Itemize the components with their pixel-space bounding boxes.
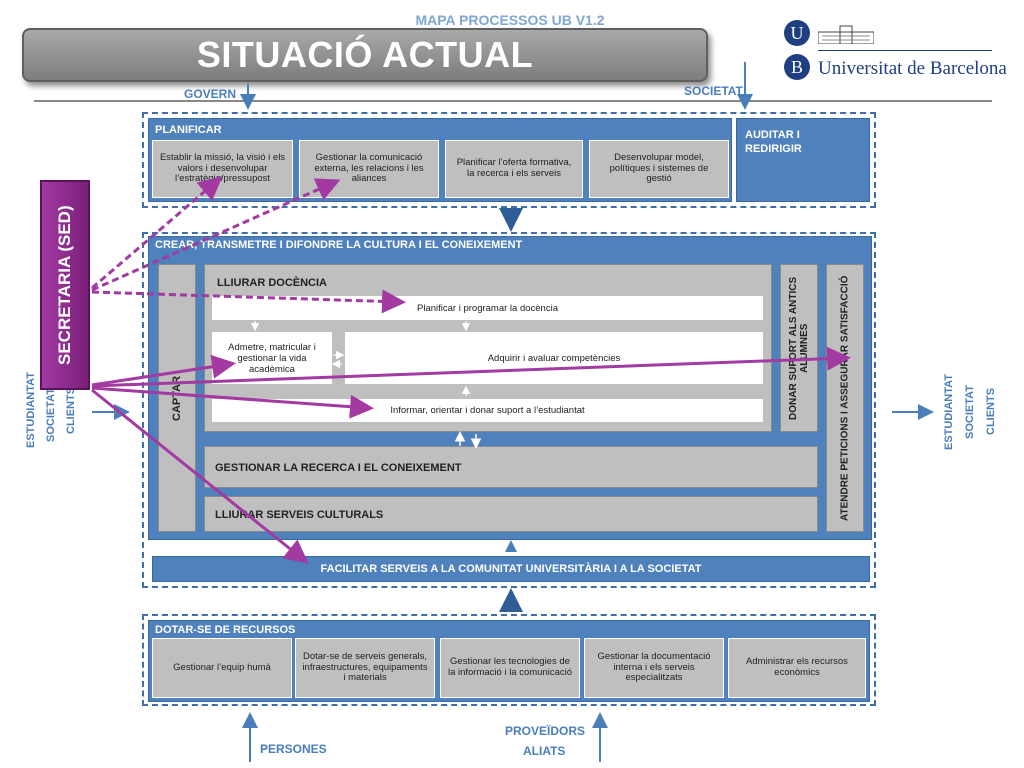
logo-divider (818, 50, 992, 51)
auditar-title: AUDITAR I REDIRIGIR (745, 129, 802, 156)
societat-top-label: SOCIETAT (684, 84, 743, 98)
header-divider (34, 100, 992, 102)
sed-arrow (91, 346, 851, 388)
sed-arrow (91, 386, 374, 419)
aliats-label: ALIATS (523, 744, 566, 758)
sed-arrow (91, 354, 236, 387)
sed-arrow-dashed (91, 178, 341, 292)
proveidors-label: PROVEÏDORS (505, 724, 586, 738)
planificar-item: Planificar l’oferta formativa, la recerc… (445, 140, 583, 198)
facilitar-box: FACILITAR SERVEIS A LA COMUNITAT UNIVERS… (152, 556, 870, 582)
sed-arrow-dashed (91, 289, 406, 314)
building-icon (818, 25, 874, 44)
strategic-frame (142, 112, 876, 208)
crear-title: CREAR, TRANSMETRE I DIFONDRE LA CULTURA … (155, 239, 523, 251)
persones-label: PERSONES (260, 742, 327, 756)
docencia-title: LLIURAR DOCÈNCIA (217, 277, 327, 289)
ub-logo-top: U (784, 20, 810, 46)
sed-arrow-dashed (91, 176, 223, 290)
planificar-item: Desenvolupar model, polítiques i sisteme… (589, 140, 729, 198)
culturals-box: LLIURAR SERVEIS CULTURALS (204, 496, 818, 532)
sed-arrow (91, 388, 309, 564)
logo-u-icon: U (784, 20, 810, 46)
banner-title: SITUACIÓ ACTUAL (22, 28, 708, 82)
recursos-item: Dotar-se de serveis generals, infraestru… (295, 638, 435, 698)
facilitar-label: FACILITAR SERVEIS A LA COMUNITAT UNIVERS… (320, 563, 702, 575)
recursos-item: Gestionar l’equip humà (152, 638, 292, 698)
culturals-title: LLIURAR SERVEIS CULTURALS (215, 509, 384, 521)
core-frame (142, 232, 876, 588)
govern-label: GOVERN (184, 87, 237, 101)
planificar-title: PLANIFICAR (155, 124, 222, 136)
logo-b-icon: B (784, 54, 810, 80)
recursos-title: DOTAR-SE DE RECURSOS (155, 624, 296, 636)
university-name: Universitat de Barcelona (818, 58, 1007, 79)
ub-logo-bottom: B (784, 54, 810, 80)
support-frame (142, 614, 876, 706)
recerca-title: GESTIONAR LA RECERCA I EL CONEIXEMENT (215, 462, 462, 474)
auditar-box: AUDITAR I REDIRIGIR (736, 118, 870, 202)
recerca-box: GESTIONAR LA RECERCA I EL CONEIXEMENT (204, 446, 818, 488)
recursos-item: Administrar els recursos econòmics (728, 638, 866, 698)
recursos-item: Gestionar les tecnologies de la informac… (440, 638, 580, 698)
recursos-item: Gestionar la documentació interna i els … (584, 638, 724, 698)
ghost-title: MAPA PROCESSOS UB V1.2 (415, 12, 605, 28)
